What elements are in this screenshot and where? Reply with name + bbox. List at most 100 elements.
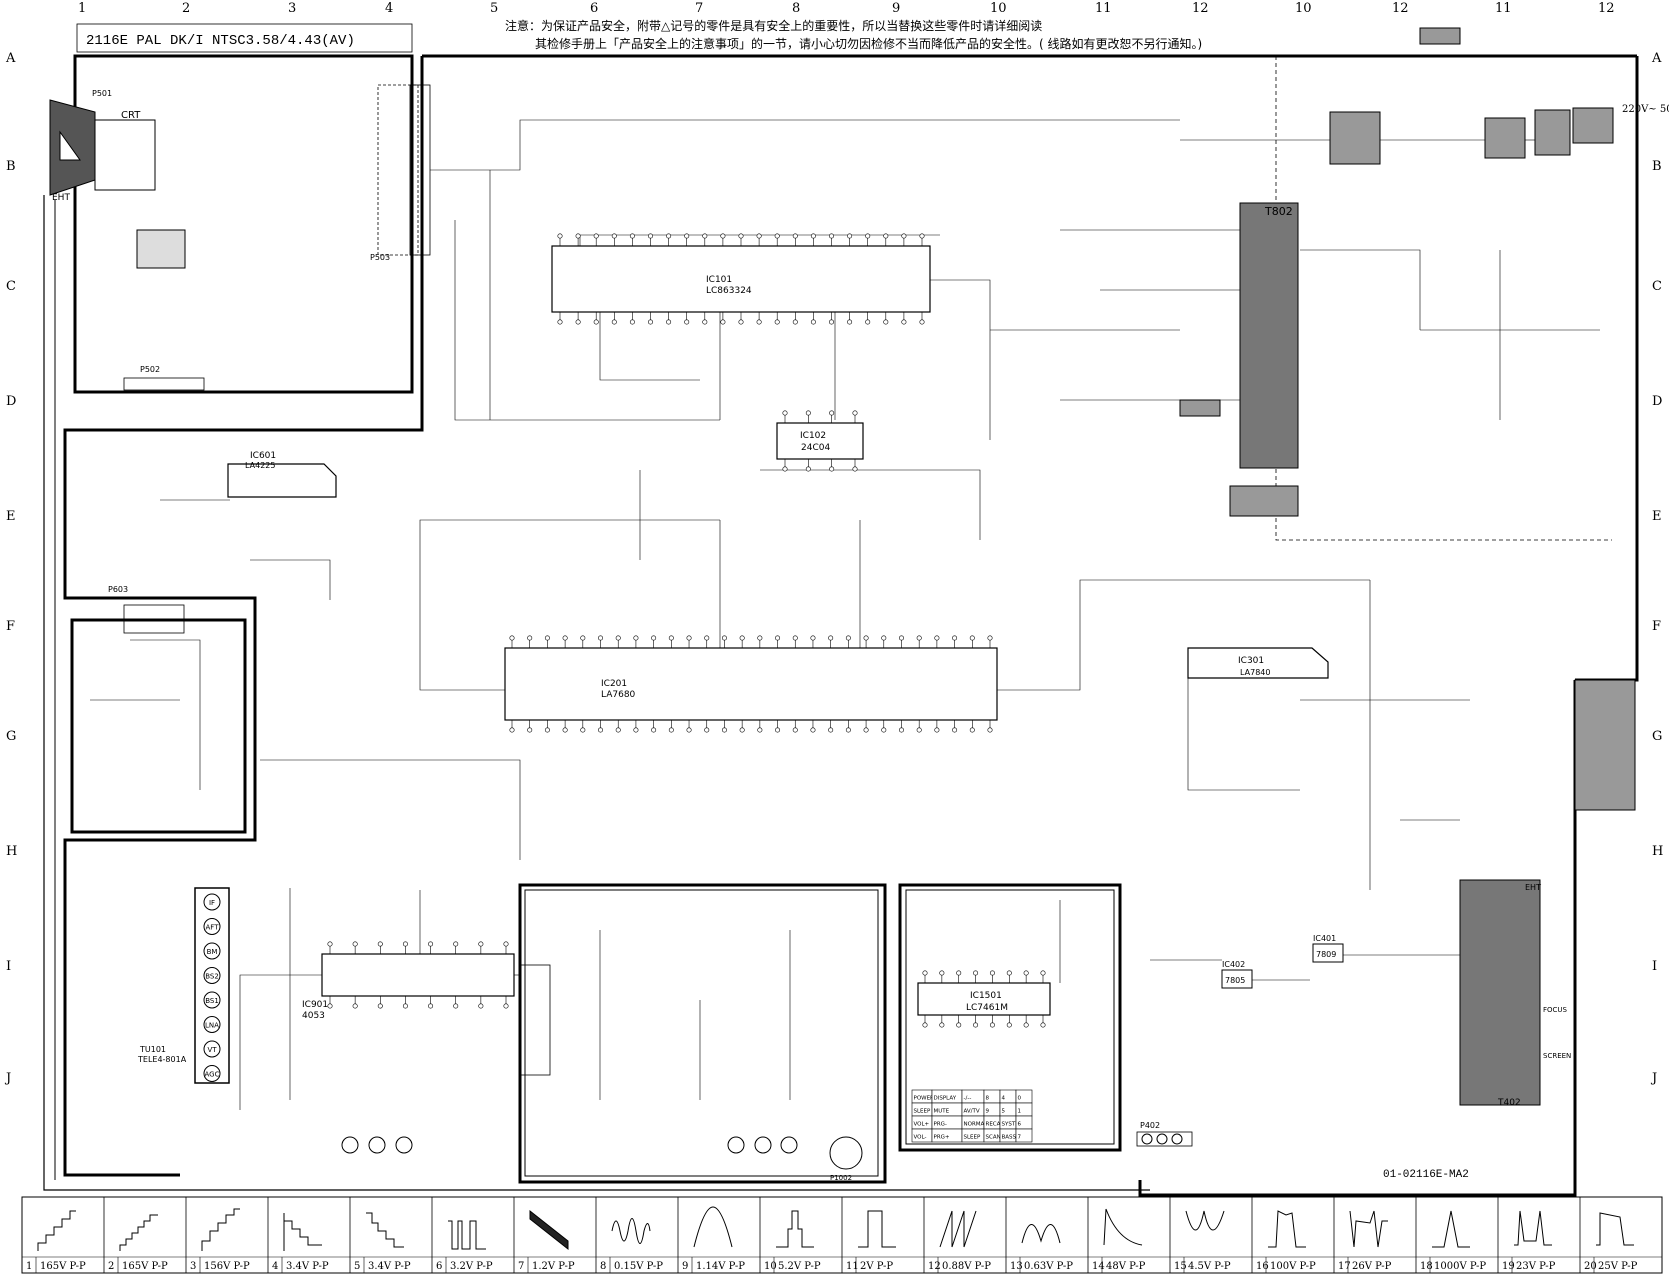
tuner-pin-3 [203,942,221,960]
tuner-pin-8 [203,1065,221,1082]
waveform-number: 10 [764,1261,777,1272]
waveform-trace [37,1210,76,1251]
tuner-pin-label: IF [209,899,215,907]
waveform-number: 18 [1420,1261,1433,1272]
focus-label: FOCUS [1543,1006,1568,1014]
waveform-value: 3.4V P-P [286,1261,329,1272]
p502-label: P502 [140,365,160,374]
grid-col-15: 11 [1495,1,1512,16]
p503-label: P503 [370,253,390,262]
board-outlines [43,54,1639,1197]
remote-table-cell: SLEEP [964,1135,982,1141]
ic601-ref: IC601 [250,451,276,461]
p402-label: P402 [1140,1121,1160,1130]
waveform-number: 1 [26,1261,32,1272]
grid-col-9: 9 [892,1,900,16]
remote-table-cell: -/-- [964,1096,972,1102]
grid-row-right-A: A [1651,51,1662,66]
tuner-pin-5 [203,991,221,1009]
waveform-cell-1: 1 165V P-P [22,1210,104,1273]
tuner-pin-label: BS2 [205,973,219,981]
ic301-ref: IC301 [1238,656,1264,666]
waveform-number: 6 [436,1261,442,1272]
ic201-ref: IC201 [601,679,627,689]
waveform-trace [693,1206,733,1248]
waveform-trace [283,1213,322,1251]
grid-row-left-H: H [6,844,17,859]
waveform-trace [1432,1210,1470,1248]
tuner-part: TELE4-801A [137,1055,187,1064]
waveform-value: 0.63V P-P [1024,1261,1073,1272]
waveform-value: 1.2V P-P [532,1261,575,1272]
grid-row-left-E: E [6,509,16,524]
remote-table-cell: RECALL [986,1122,1008,1128]
av-connectors [341,1133,1183,1170]
remote-table-cell: VOL- [914,1135,927,1141]
grid-row-right-I: I [1652,959,1657,974]
ic402-part: 7805 [1225,976,1245,985]
remote-table-cell: SYSTEM [1002,1122,1024,1128]
grid-row-right-D: D [1652,394,1662,409]
tuner-ref: TU101 [139,1045,166,1054]
waveform-value: 4.5V P-P [1188,1261,1231,1272]
waveform-number: 7 [518,1261,524,1272]
waveform-number: 2 [108,1261,114,1272]
ic102-ref: IC102 [800,431,826,441]
remote-table-cell: MUTE [934,1109,950,1115]
waveform-number: 17 [1338,1261,1351,1272]
ic101-part: LC863324 [706,286,752,296]
grid-row-left-D: D [6,394,16,409]
remote-table-cell: NORMAL [964,1122,989,1128]
tuner-pin-2 [203,918,221,935]
waveform-value: 156V P-P [204,1261,250,1272]
remote-table-cell: POWER [914,1096,935,1102]
tuner-pin-6 [203,1016,221,1033]
remote-table-cell: PRG+ [934,1135,950,1141]
ic901-ref: IC901 [302,1000,328,1010]
grid-row-left-B: B [6,159,16,174]
remote-table-cell: 7 [1018,1135,1022,1141]
tuner-pin-label: VT [207,1046,217,1054]
waveform-value: 2V P-P [860,1261,893,1272]
grid-row-left-J: J [4,1071,11,1086]
safety-notice-line2: 其检修手册上「产品安全上的注意事项」的一节，请小心切勿因检修不当而降低产品的安全… [535,36,1202,51]
grid-row-right-H: H [1652,844,1663,859]
remote-table-cell: BASS [1002,1135,1017,1141]
remote-table-cell: 9 [986,1109,990,1115]
grid-col-16: 12 [1598,1,1615,16]
tuner-pin-label: AGC [205,1071,220,1079]
grid-row-right-C: C [1652,279,1662,294]
waveform-cell-7: 7 1.2V P-P [513,1197,596,1273]
waveform-trace [611,1218,651,1244]
power-section-blocks [1179,27,1636,811]
waveform-value: 165V P-P [40,1261,86,1272]
waveform-value: 25V P-P [1598,1261,1638,1272]
grid-row-left-F: F [6,619,15,634]
remote-table-cell: 1 [1018,1109,1022,1115]
crt-label: CRT [121,110,141,121]
p501-label: P501 [92,89,112,98]
screen-label: SCREEN [1543,1052,1571,1060]
grid-col-8: 8 [792,1,800,16]
waveform-value: 1000V P-P [1434,1261,1486,1272]
grid-row-right-E: E [1652,509,1662,524]
p603-label: P603 [108,585,128,594]
ic201-part: LA7680 [601,690,636,700]
waveform-trace [1349,1210,1388,1248]
tuner-pin-label: AFT [206,924,220,932]
remote-table-cell: 6 [1018,1122,1022,1128]
circuit-traces [90,119,1600,1110]
waveform-trace [1103,1208,1143,1246]
grid-col-7: 7 [695,1,703,16]
waveform-number: 15 [1174,1261,1187,1272]
waveform-trace [529,1209,569,1251]
grid-col-1: 1 [78,1,86,16]
p1002-label: P1002 [830,1174,852,1182]
